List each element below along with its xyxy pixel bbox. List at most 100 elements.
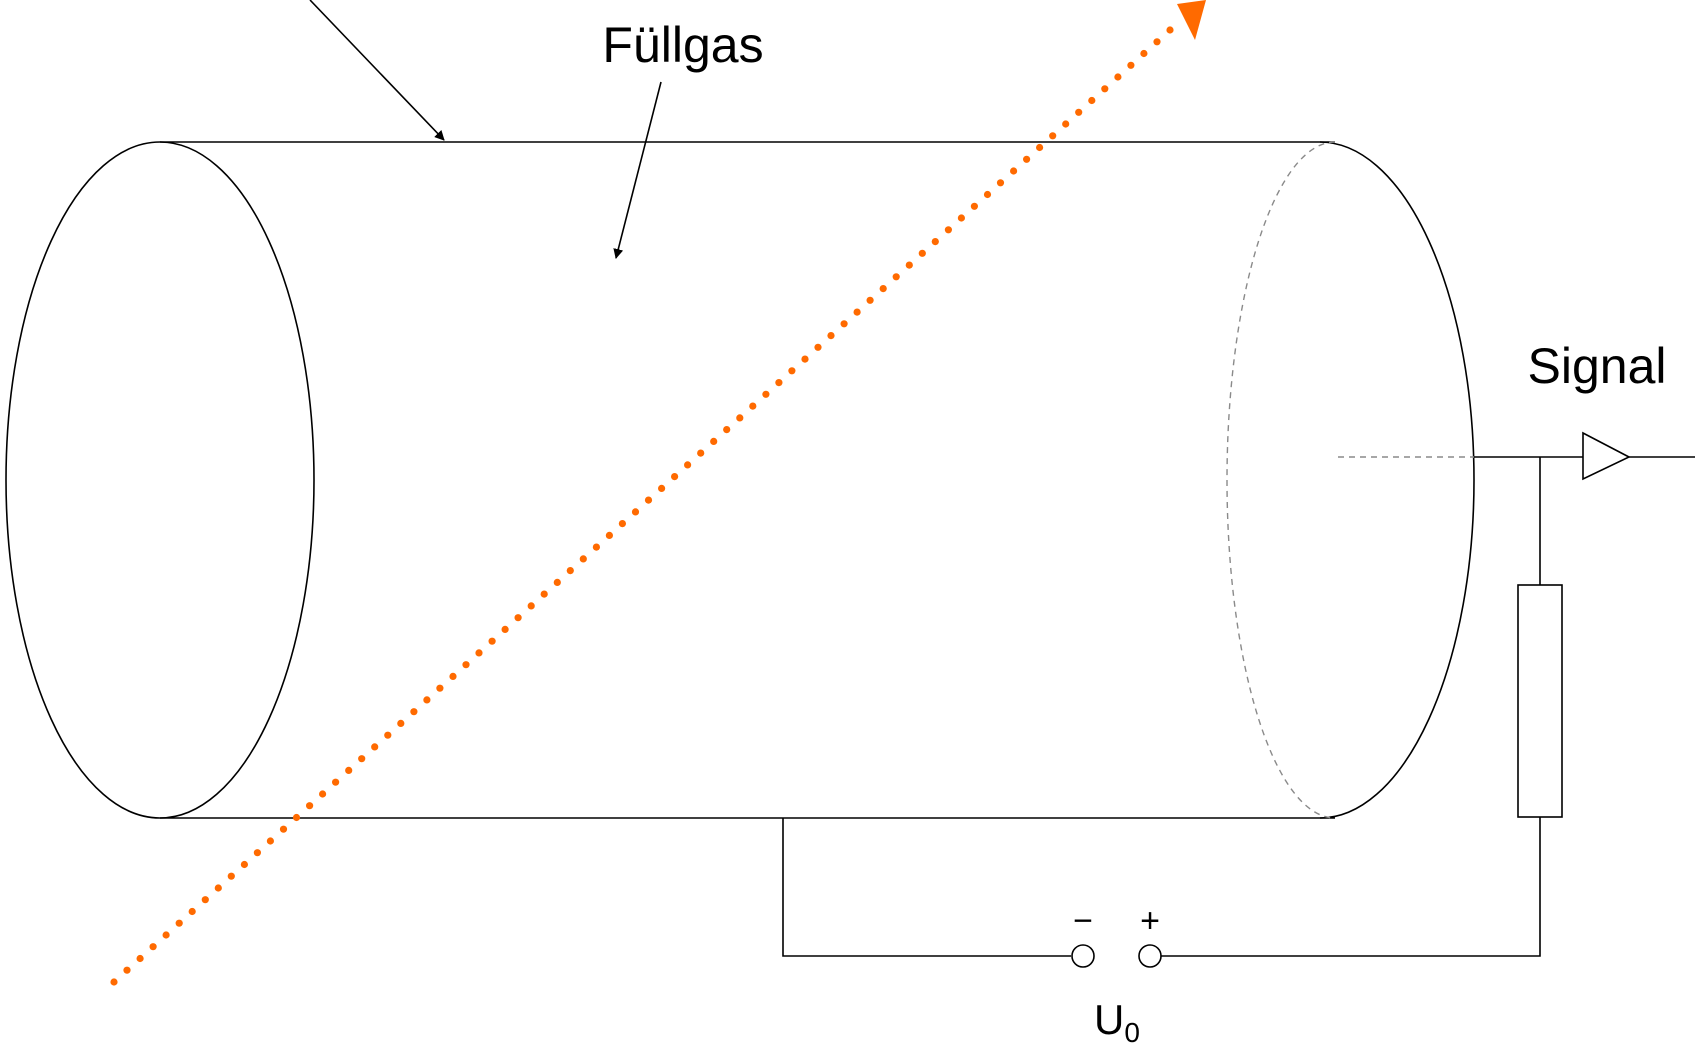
resistor-bottom-wire	[1160, 817, 1541, 957]
particle-track-dot	[1127, 61, 1135, 69]
tube-back-end-visible	[1319, 141, 1475, 819]
particle-track-dot	[253, 849, 261, 857]
particle-track-dot	[749, 402, 757, 410]
particle-track-dot	[397, 719, 405, 728]
particle-track-dot	[605, 531, 614, 540]
particle-track-dot	[1088, 96, 1096, 105]
tube-front-end	[5, 141, 315, 819]
particle-track-dot	[644, 496, 653, 504]
particle-track-dot	[136, 954, 144, 963]
voltage-symbol: U	[1094, 996, 1124, 1043]
particle-track-dot	[123, 966, 131, 974]
particle-track-dot	[592, 543, 601, 551]
resistor	[1517, 584, 1563, 818]
particle-track-dot	[710, 437, 718, 445]
particle-track-dot	[1036, 143, 1044, 152]
particle-track-dot	[697, 449, 705, 457]
particle-track-dot	[345, 766, 353, 775]
particle-track-dot	[462, 661, 470, 669]
particle-track-dot	[684, 461, 692, 469]
particle-track-dot	[1101, 85, 1109, 93]
voltage-subscript: 0	[1124, 1017, 1140, 1046]
ground-wire	[782, 818, 1071, 957]
particle-track-dot	[306, 802, 314, 810]
particle-track-dot	[436, 684, 444, 692]
particle-track-dot	[1010, 167, 1018, 175]
particle-track-dot	[175, 919, 183, 927]
particle-track-dot	[1049, 132, 1057, 140]
particle-track-dot	[423, 696, 431, 704]
particle-track-dot	[579, 555, 587, 563]
particle-track-dot	[996, 179, 1005, 187]
particle-track-dot	[957, 214, 966, 222]
particle-track-dot	[853, 308, 861, 316]
minus-terminal	[1071, 944, 1095, 968]
particle-track-dot	[1114, 73, 1122, 81]
particle-track	[110, 26, 1174, 986]
particle-track-dot	[527, 602, 535, 610]
particle-track-arrowhead	[1177, 0, 1206, 40]
particle-track-dot	[762, 390, 770, 398]
plus-sign-label: +	[1140, 902, 1160, 940]
particle-track-dot	[814, 343, 822, 351]
particle-track-dot	[149, 943, 157, 951]
particle-track-dot	[1075, 108, 1083, 116]
particle-track-dot	[371, 743, 379, 751]
particle-track-dot	[1023, 155, 1031, 163]
particle-track-dot	[1166, 26, 1174, 34]
fill-gas-pointer-arrow	[613, 81, 662, 259]
particle-track-dot	[658, 484, 666, 492]
particle-track-dot	[214, 884, 222, 892]
particle-track-dot	[905, 261, 913, 269]
particle-track-dot	[892, 273, 900, 281]
wall-pointer-arrow	[309, 0, 445, 141]
particle-track-dot	[775, 379, 783, 387]
signal-label: Signal	[1528, 338, 1667, 394]
amplifier-symbol	[1582, 431, 1631, 481]
particle-track-dot	[566, 567, 574, 575]
particle-track-dot	[931, 238, 939, 246]
particle-track-dot	[788, 367, 796, 375]
particle-track-dot	[1140, 49, 1148, 58]
particle-track-dot	[827, 332, 835, 340]
particle-track-dot	[319, 790, 327, 798]
particle-track-dot	[201, 896, 209, 904]
fill-gas-label: Füllgas	[602, 17, 763, 73]
particle-track-dot	[866, 296, 874, 304]
particle-track-dot	[384, 731, 392, 739]
particle-track-dot	[292, 813, 301, 822]
particle-track-dot	[501, 625, 509, 634]
particle-track-dot	[879, 285, 887, 293]
voltage-label: U0	[1094, 996, 1140, 1046]
particle-track-dot	[1153, 38, 1161, 46]
particle-track-dot	[475, 649, 483, 657]
particle-track-dot	[488, 637, 496, 645]
particle-track-dot	[279, 825, 288, 833]
particle-track-dot	[918, 249, 926, 257]
particle-track-dot	[618, 520, 627, 528]
particle-track-dot	[983, 190, 992, 199]
particle-track-dot	[266, 837, 274, 845]
particle-track-dot	[240, 860, 248, 869]
particle-track-dot	[358, 755, 366, 763]
particle-track-dot	[671, 473, 679, 481]
particle-track-dot	[736, 414, 744, 422]
particle-track-dot	[723, 426, 731, 434]
particle-track-dot	[514, 614, 522, 622]
tube-back-end-hidden	[1226, 141, 1336, 819]
particle-track-dot	[840, 320, 848, 328]
particle-track-dot	[944, 226, 953, 234]
particle-track-dot	[553, 578, 561, 587]
particle-track-dot	[631, 508, 640, 516]
readout-circuit	[782, 431, 1695, 968]
particle-track-dot	[227, 872, 235, 880]
particle-track-dot	[410, 708, 418, 716]
particle-track-dot	[540, 590, 548, 598]
detector-tube	[5, 141, 1475, 819]
particle-track-dot	[110, 978, 118, 986]
particle-track-dot	[188, 907, 196, 916]
particle-track-dot	[162, 931, 170, 939]
plus-terminal	[1138, 944, 1162, 968]
particle-track-dot	[449, 672, 457, 681]
